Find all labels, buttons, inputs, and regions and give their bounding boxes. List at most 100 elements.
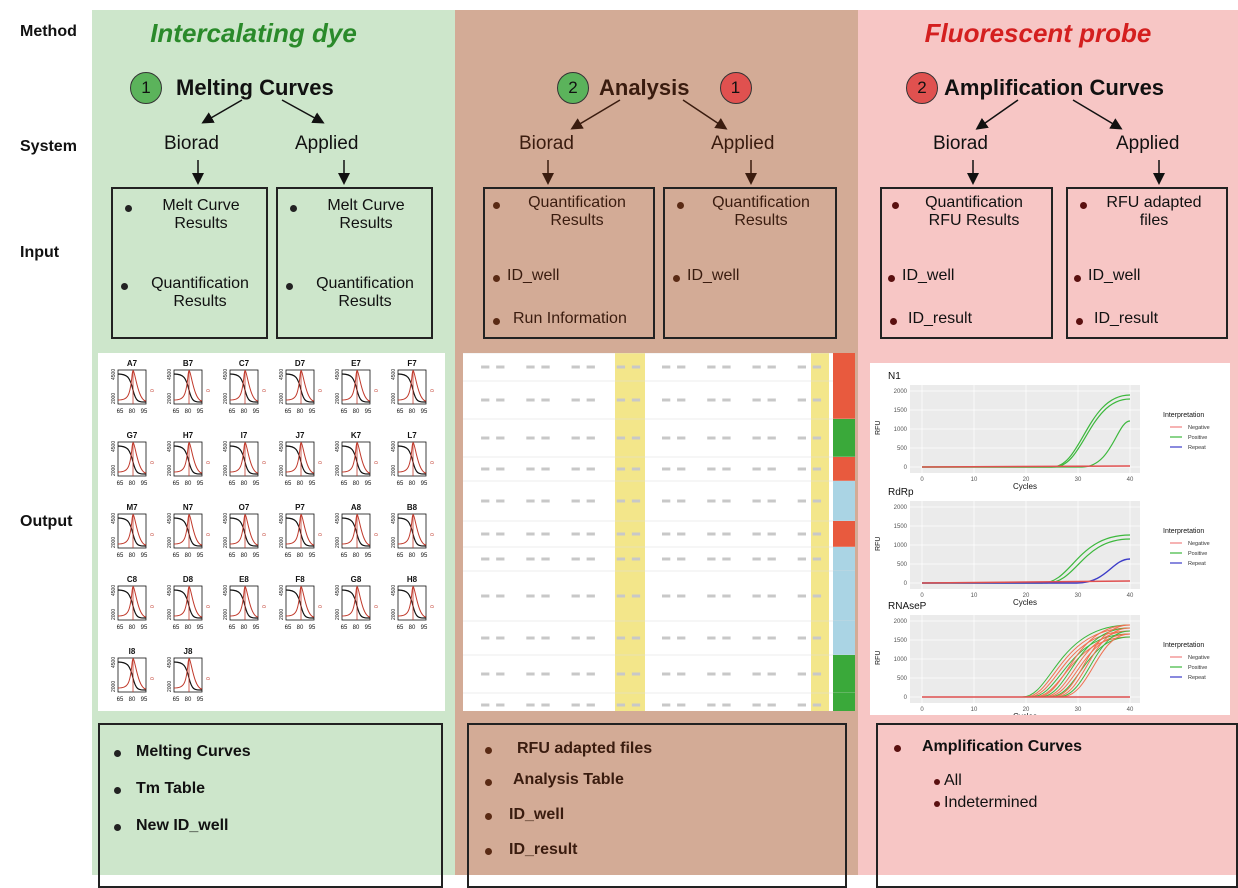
tick-label: 4500 — [279, 585, 285, 596]
tick-label: 65 — [117, 553, 124, 559]
table-cell-text — [571, 398, 580, 402]
tick-label: 4500 — [167, 441, 173, 452]
table-cell-text — [662, 594, 671, 598]
system-applied: Applied — [295, 133, 359, 154]
table-cell-text — [812, 672, 822, 676]
method-title: Intercalating dye — [150, 18, 357, 48]
table-cell-text — [677, 672, 686, 676]
tick-label: 95 — [141, 409, 148, 415]
table-cell-text — [571, 703, 580, 707]
row-label-system: System — [20, 138, 77, 155]
tick-label: 80 — [353, 481, 360, 487]
legend-item: Positive — [1188, 551, 1207, 557]
table-cell-text — [541, 436, 550, 440]
analysis-table — [463, 353, 855, 711]
table-cell-text — [767, 365, 776, 369]
tick-label: 2000 — [167, 681, 173, 692]
tick-label: 0 — [430, 605, 436, 608]
tick-label: 500 — [897, 676, 908, 682]
table-cell-text — [662, 467, 671, 471]
bullet-icon — [286, 283, 293, 290]
table-cell-text — [722, 365, 731, 369]
tick-label: 95 — [253, 553, 260, 559]
tick-label: 4500 — [111, 369, 117, 380]
step-number-badge: 2 — [557, 72, 589, 104]
amplification-curve — [922, 624, 1131, 698]
table-cell-text — [797, 532, 806, 536]
well-label: E8 — [239, 575, 249, 584]
table-cell-text — [571, 594, 580, 598]
tick-label: 500 — [897, 446, 908, 452]
table-cell-text — [722, 557, 731, 561]
method-title: Fluorescent probe — [924, 18, 1152, 48]
legend-item: Repeat — [1188, 561, 1206, 567]
table-cell-text — [586, 436, 595, 440]
tick-label: 20 — [1023, 593, 1030, 599]
table-cell-text — [526, 365, 535, 369]
table-cell-text — [586, 557, 595, 561]
tick-label: 95 — [421, 481, 428, 487]
tick-label: 0 — [262, 389, 268, 392]
tick-label: 2000 — [335, 465, 341, 476]
table-cell-text — [526, 703, 535, 707]
table-cell-text — [767, 499, 776, 503]
tick-label: 0 — [374, 533, 380, 536]
result-cell — [833, 353, 855, 381]
tick-label: 4500 — [223, 369, 229, 380]
amplification-curve — [921, 580, 1131, 584]
tick-label: 4500 — [167, 657, 173, 668]
table-cell-text — [797, 672, 806, 676]
table-cell-text — [812, 557, 822, 561]
tick-label: 30 — [1075, 707, 1082, 713]
tick-label: 2000 — [111, 393, 117, 404]
result-cell — [833, 521, 855, 547]
table-cell-text — [571, 436, 580, 440]
tick-label: 95 — [253, 625, 260, 631]
table-cell-text — [707, 672, 716, 676]
tick-label: 80 — [297, 553, 304, 559]
bullet-icon — [1080, 202, 1087, 209]
table-cell-text — [571, 467, 580, 471]
amplification-curve — [922, 627, 1131, 698]
table-cell-text — [767, 436, 776, 440]
tick-label: 95 — [253, 409, 260, 415]
tick-label: 0 — [262, 533, 268, 536]
legend-item: Negative — [1188, 655, 1210, 661]
bullet-icon — [114, 787, 121, 794]
tick-label: 65 — [229, 553, 236, 559]
tick-label: 10 — [971, 707, 978, 713]
tick-label: 65 — [229, 481, 236, 487]
tick-label: 40 — [1127, 477, 1134, 483]
bullet-icon — [894, 745, 901, 752]
table-cell-text — [677, 467, 686, 471]
bullet-icon — [290, 205, 297, 212]
table-cell-text — [496, 398, 505, 402]
tick-label: 80 — [297, 625, 304, 631]
table-cell-text — [722, 594, 731, 598]
tick-label: 2000 — [111, 465, 117, 476]
tick-label: 65 — [285, 409, 292, 415]
output-item: Melting Curves — [136, 743, 251, 760]
table-cell-text — [812, 467, 822, 471]
table-cell-text — [541, 594, 550, 598]
legend-item: Positive — [1188, 435, 1207, 441]
step-label: Melting Curves — [176, 75, 334, 100]
tick-label: 80 — [129, 409, 136, 415]
table-cell-text — [496, 499, 505, 503]
table-cell-text — [707, 467, 716, 471]
well-label: D8 — [182, 575, 194, 584]
